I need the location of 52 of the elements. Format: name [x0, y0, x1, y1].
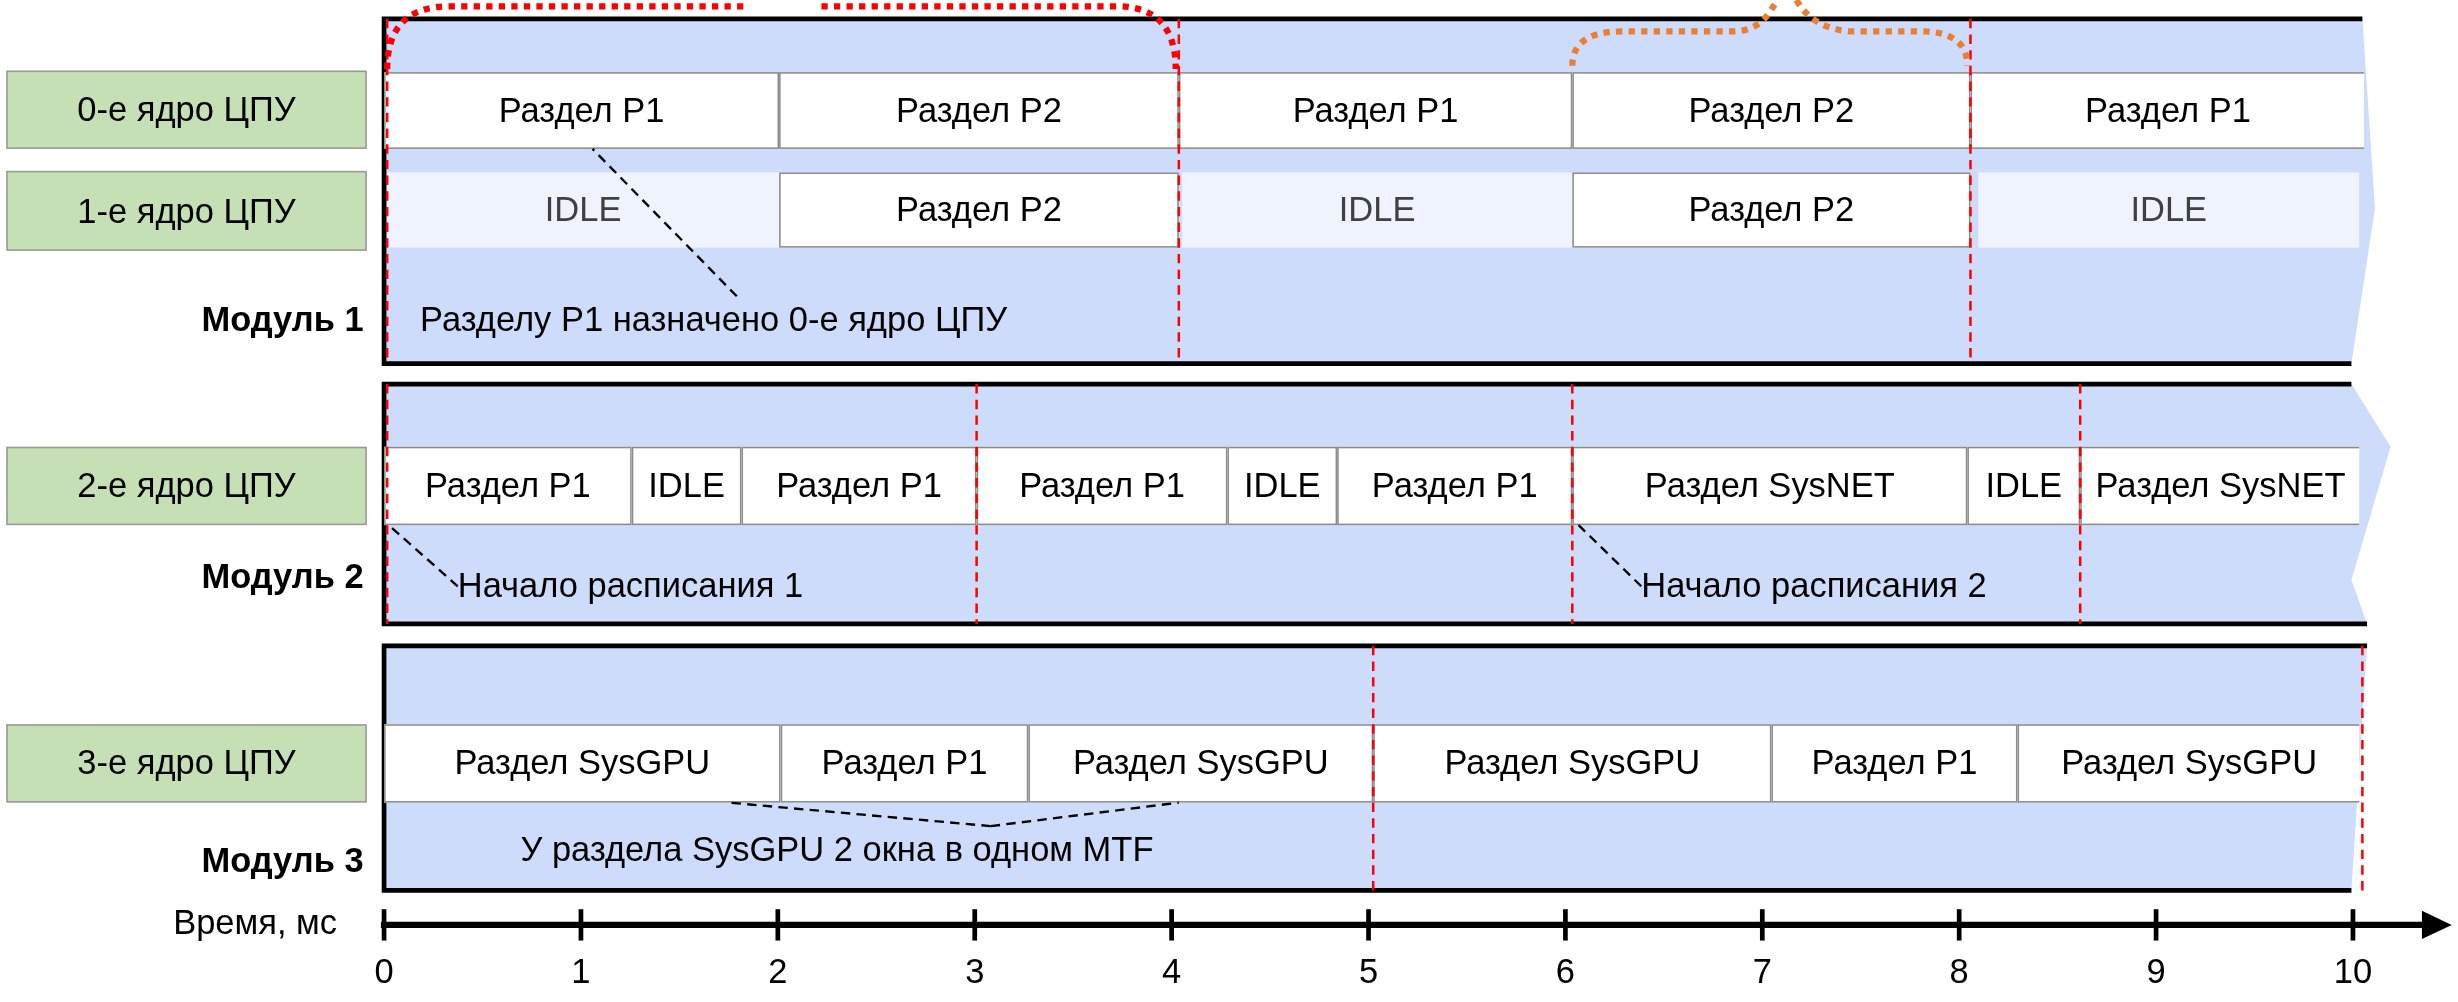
tick-label: 7	[1752, 951, 1772, 993]
tick-label: 5	[1358, 951, 1379, 993]
module-heading: Модуль 1	[200, 299, 364, 341]
partition-slot: IDLE	[1978, 172, 2360, 248]
leader-line	[990, 801, 1179, 828]
core-label: 1-е ядро ЦПУ	[6, 170, 367, 251]
module-heading: Модуль 2	[200, 556, 364, 598]
partition-slot: Раздел P1	[1178, 72, 1573, 149]
tick-label: 9	[2146, 951, 2166, 993]
tick-label: 10	[2333, 951, 2373, 993]
annotation: Разделу P1 назначено 0-е ядро ЦПУ	[420, 296, 1008, 344]
partition-slot: Раздел SysNET	[1572, 446, 1968, 526]
annotation: Начало расписания 2	[1641, 562, 1987, 610]
module-heading: Модуль 3	[200, 840, 364, 881]
partition-slot: IDLE	[1181, 172, 1573, 248]
partition-slot: Раздел SysNET	[2080, 446, 2360, 526]
partition-slot: Раздел SysGPU	[2017, 724, 2360, 803]
partition-slot: Раздел P2	[1572, 172, 1971, 248]
partition-slot: Раздел SysGPU	[384, 724, 781, 803]
partition-slot: Раздел SysGPU	[1373, 724, 1772, 803]
partition-slot: Раздел SysGPU	[1028, 724, 1374, 803]
core-label: 2-е ядро ЦПУ	[6, 446, 367, 526]
partition-slot: Раздел P1	[1970, 72, 2364, 149]
core-label: 0-е ядро ЦПУ	[6, 70, 367, 149]
partition-slot: Раздел P1	[1771, 724, 2018, 803]
partition-slot: Раздел P1	[1337, 446, 1573, 526]
partition-slot: IDLE	[1227, 446, 1338, 526]
leader-line	[591, 148, 738, 298]
partition-slot: Раздел P1	[384, 446, 632, 526]
tick-label: 3	[965, 951, 985, 993]
partition-slot: Раздел P2	[779, 72, 1179, 149]
partition-slot: Раздел P1	[780, 724, 1029, 803]
tick-label: 0	[374, 951, 394, 993]
partition-slot: Раздел P2	[1572, 72, 1971, 149]
partition-slot: Раздел P1	[741, 446, 977, 526]
tick-label: 6	[1555, 951, 1575, 993]
tick-label: 4	[1162, 951, 1182, 993]
partition-slot: IDLE	[1967, 446, 2081, 526]
partition-slot: Раздел P1	[384, 72, 780, 149]
tick-label: 2	[768, 951, 788, 993]
annotation: У раздела SysGPU 2 окна в одном MTF	[520, 826, 1154, 874]
partition-slot: Раздел P2	[779, 172, 1179, 248]
tick-label: 8	[1949, 951, 1969, 993]
annotation: Начало расписания 1	[457, 562, 804, 610]
partition-slot: IDLE	[387, 172, 780, 248]
partition-slot: IDLE	[631, 446, 742, 526]
core-label: 3-е ядро ЦПУ	[6, 724, 367, 803]
tick-label: 1	[571, 951, 591, 993]
leader-line	[1577, 524, 1643, 588]
leader-line	[728, 801, 991, 828]
axis-title: Время, мс	[173, 902, 338, 944]
partition-slot: Раздел P1	[976, 446, 1228, 526]
